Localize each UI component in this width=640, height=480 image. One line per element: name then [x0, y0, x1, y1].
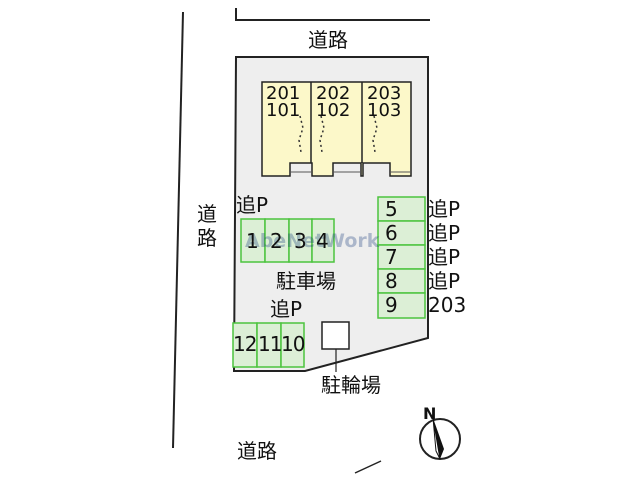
- parking-space-tag: 追P: [428, 245, 461, 269]
- stair-line: [319, 115, 325, 153]
- parking-space-tag: 203: [428, 293, 467, 317]
- parking-space: [377, 268, 426, 294]
- parking-space-number: 7: [385, 245, 398, 269]
- parking-space-number: 5: [385, 197, 398, 221]
- parking-area-label: 駐車場: [276, 269, 336, 293]
- unit-lower-number: 103: [367, 100, 402, 121]
- parking-space: [256, 322, 282, 368]
- parking-space-number: 11: [258, 332, 282, 356]
- north-compass-icon: [419, 417, 461, 460]
- unit-lower-number: 102: [316, 100, 351, 121]
- parking-space-number: 6: [385, 221, 398, 245]
- parking-row-bottom: [232, 322, 305, 368]
- road-label-top: 道路: [308, 28, 348, 52]
- parking-space-number: 1: [246, 229, 259, 253]
- road-edge-top: [235, 8, 430, 21]
- unit-lower-number: 101: [266, 100, 301, 121]
- parking-space-tag: 追P: [428, 197, 461, 221]
- road-edge-left: [172, 11, 184, 449]
- parking-space: [377, 196, 426, 222]
- parking-space-number: 12: [233, 332, 257, 356]
- bicycle-parking-box: [321, 321, 350, 350]
- bicycle-parking-label: 駐輪場: [321, 373, 381, 397]
- parking-space: [280, 322, 305, 368]
- parking-space: [377, 220, 426, 246]
- watermark: AbeNetWork: [245, 230, 380, 252]
- parking-space-number: 8: [385, 269, 398, 293]
- road-label-left: 道路: [197, 202, 217, 250]
- parking-space: [240, 218, 266, 263]
- parking-space-number: 10: [281, 332, 305, 356]
- parking-column-right: [377, 196, 426, 319]
- extra-parking-label: 追P: [270, 297, 303, 321]
- unit-upper-number: 203: [367, 83, 402, 104]
- compass-north-label: N: [423, 404, 437, 423]
- parking-space: [232, 322, 258, 368]
- parking-space: [377, 244, 426, 270]
- parking-row-top: [240, 218, 335, 263]
- road-label-bottom: 道路: [237, 439, 277, 463]
- unit-upper-number: 201: [266, 83, 301, 104]
- parking-space-number: 9: [385, 293, 398, 317]
- stair-line: [372, 115, 378, 153]
- stair-line: [298, 115, 304, 153]
- parking-space-number: 3: [294, 229, 307, 253]
- parking-space-tag: 追P: [428, 221, 461, 245]
- road-edge-bottom: [354, 460, 382, 474]
- building-outline: [261, 81, 412, 177]
- unit-upper-number: 202: [316, 83, 351, 104]
- parking-space-number: 2: [270, 229, 283, 253]
- parking-space: [311, 218, 335, 263]
- parking-space-tag: 追P: [428, 269, 461, 293]
- extra-parking-label: 追P: [236, 193, 269, 217]
- building: [261, 81, 412, 177]
- parking-space: [377, 292, 426, 319]
- parking-space-number: 4: [316, 229, 329, 253]
